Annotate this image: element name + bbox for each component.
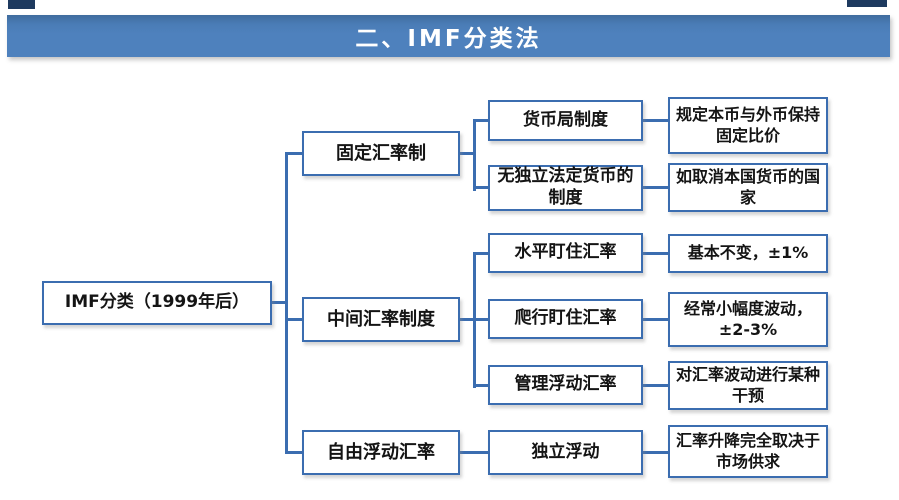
child-currency-board: 货币局制度: [488, 100, 643, 141]
connector-line: [473, 186, 489, 189]
child-no-legal-tender: 无独立法定货币的制度: [488, 165, 643, 211]
child-managed-floating: 管理浮动汇率: [488, 365, 643, 405]
connector-line: [642, 119, 669, 122]
connector-line: [642, 318, 669, 321]
child-independent-floating: 独立浮动: [488, 430, 643, 475]
desc-horizontal-peg: 基本不变，±1%: [668, 234, 828, 273]
connector-line: [270, 301, 288, 304]
connector-line: [459, 451, 489, 454]
connector-line: [285, 451, 303, 454]
page-title: 二、IMF分类法: [355, 26, 542, 52]
connector-line: [642, 384, 669, 387]
connector-line: [473, 252, 489, 255]
branch-free-floating-rate: 自由浮动汇率: [302, 430, 460, 475]
desc-currency-board: 规定本币与外币保持固定比价: [668, 97, 828, 154]
connector-line: [642, 252, 669, 255]
title-banner: 二、IMF分类法: [7, 15, 890, 57]
connector-line: [285, 152, 303, 155]
connector-line: [642, 186, 669, 189]
branch-fixed-exchange-rate: 固定汇率制: [302, 131, 460, 176]
connector-line: [285, 318, 303, 321]
connector-line: [473, 318, 489, 321]
corner-decoration-right: [847, 0, 887, 7]
desc-crawling-peg: 经常小幅度波动，±2-3%: [668, 292, 828, 347]
desc-independent-floating: 汇率升降完全取决于市场供求: [668, 425, 828, 478]
root-node-imf-classification: IMF分类（1999年后）: [42, 281, 272, 325]
corner-decoration-left: [8, 0, 35, 9]
desc-managed-floating: 对汇率波动进行某种干预: [668, 361, 828, 410]
connector-line: [473, 119, 476, 191]
child-horizontal-peg: 水平盯住汇率: [488, 233, 643, 273]
connector-line: [459, 152, 476, 155]
connector-line: [642, 451, 669, 454]
connector-line: [285, 152, 288, 454]
desc-no-legal-tender: 如取消本国货币的国家: [668, 163, 828, 212]
branch-intermediate-exchange-rate: 中间汇率制度: [302, 297, 460, 342]
connector-line: [473, 384, 489, 387]
connector-line: [473, 119, 489, 122]
child-crawling-peg: 爬行盯住汇率: [488, 299, 643, 339]
connector-line: [459, 318, 476, 321]
